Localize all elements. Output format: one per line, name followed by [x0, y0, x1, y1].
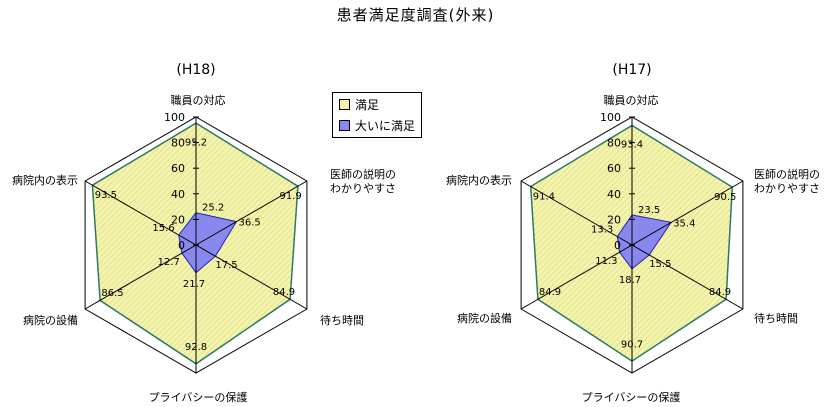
data-label: 86.5: [101, 288, 123, 299]
axis-label: 待ち時間: [320, 313, 364, 327]
radar-spoke: [84, 244, 197, 310]
axis-label: 病院の設備: [457, 311, 512, 325]
data-label: 84.9: [273, 287, 295, 298]
data-label: 12.7: [158, 257, 180, 268]
data-label: 17.5: [215, 260, 237, 271]
radar-spoke: [520, 244, 633, 310]
chart-title: (H18): [176, 62, 215, 78]
data-label: 15.5: [649, 259, 671, 270]
radial-tick-label: 100: [164, 111, 185, 124]
data-label: 25.2: [202, 203, 224, 214]
data-label: 93.5: [95, 190, 117, 201]
radial-tick-label: 0: [614, 239, 621, 252]
axis-label: 病院の設備: [23, 313, 78, 327]
radar-spoke: [631, 180, 744, 246]
radial-tick-label: 20: [171, 213, 185, 226]
data-label: 15.6: [152, 223, 174, 234]
data-label: 23.5: [638, 205, 660, 216]
axis-label: 医師の説明のわかりやすさ: [330, 167, 396, 195]
data-label: 90.7: [621, 340, 643, 351]
radial-tick-label: 40: [171, 188, 185, 201]
legend-swatch: [339, 98, 350, 110]
legend: 満足 大いに満足: [332, 92, 422, 138]
axis-label: 病院内の表示: [446, 173, 512, 187]
data-label: 18.7: [619, 275, 641, 286]
data-label: 36.5: [239, 218, 261, 229]
radial-tick-label: 60: [607, 162, 621, 175]
radial-tick-label: 0: [178, 239, 185, 252]
radial-tick-label: 60: [171, 162, 185, 175]
data-label: 13.3: [591, 225, 613, 236]
legend-item-very-satisfied: 大いに満足: [333, 115, 421, 135]
data-label: 21.7: [183, 279, 205, 290]
data-label: 84.9: [539, 287, 561, 298]
data-label: 95.2: [185, 137, 207, 148]
legend-swatch: [339, 119, 350, 131]
radial-tick-label: 80: [607, 137, 621, 150]
data-label: 93.4: [621, 139, 643, 150]
data-label: 11.3: [595, 256, 617, 267]
data-label: 91.4: [533, 191, 555, 202]
axis-label: 職員の対応: [604, 93, 659, 107]
data-label: 91.9: [279, 191, 301, 202]
radial-tick-label: 40: [607, 188, 621, 201]
chart-title: (H17): [612, 62, 651, 78]
axis-label: プライバシーの保護: [582, 390, 681, 404]
data-label: 90.5: [714, 192, 736, 203]
radial-tick-label: 20: [607, 213, 621, 226]
radial-tick-label: 80: [171, 137, 185, 150]
radar-spoke: [84, 180, 197, 246]
axis-label: 待ち時間: [754, 311, 798, 325]
radial-tick-label: 100: [600, 111, 621, 124]
data-label: 84.9: [709, 287, 731, 298]
radar-spoke: [195, 244, 308, 310]
radar-spoke: [631, 244, 744, 310]
data-label: 92.8: [185, 342, 207, 353]
axis-label: 病院内の表示: [12, 173, 78, 187]
data-label: 35.4: [673, 218, 695, 229]
legend-label: 大いに満足: [355, 118, 416, 133]
radar-spoke: [520, 180, 633, 246]
axis-label: 医師の説明のわかりやすさ: [754, 167, 820, 195]
legend-label: 満足: [355, 97, 380, 112]
radar-spoke: [195, 180, 308, 246]
axis-label: プライバシーの保護: [149, 390, 248, 404]
page-title: 患者満足度調査(外来): [336, 6, 495, 24]
axis-label: 職員の対応: [171, 93, 226, 107]
legend-item-satisfied: 満足: [333, 94, 421, 114]
